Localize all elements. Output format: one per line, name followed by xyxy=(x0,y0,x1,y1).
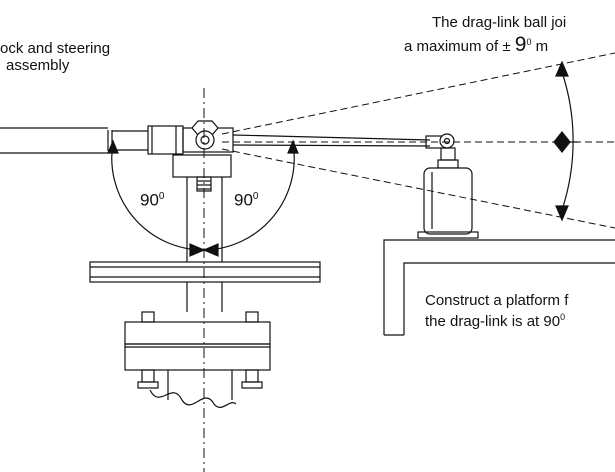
ninety-degree-arcs xyxy=(107,139,299,257)
drag-link-label-line1: The drag-link ball joi xyxy=(432,14,567,31)
platform-label-line2: the drag-link is at 900 xyxy=(425,309,568,330)
angle-reference-lines xyxy=(221,52,615,229)
right-angle-label: 900 xyxy=(234,188,258,209)
steering-assembly-line2: assembly xyxy=(6,57,70,74)
nine-degree-arc xyxy=(553,60,578,222)
platform xyxy=(383,239,615,336)
nine-degree-unit: 0 xyxy=(526,37,532,47)
platform-label-line1: Construct a platform f xyxy=(425,292,569,309)
drag-link-rod xyxy=(232,133,455,149)
platform-degree-unit: 0 xyxy=(560,312,566,322)
right-angle-value: 90 xyxy=(234,190,253,210)
right-angle-unit: 0 xyxy=(252,191,259,202)
drag-link-label-2: a maximum of ± 90 m xyxy=(404,34,548,55)
plus-minus-symbol: ± xyxy=(502,38,511,55)
steering-assembly-line1: ock and steering xyxy=(0,40,111,57)
drag-link-ball-joint xyxy=(417,147,479,239)
steering-knuckle-assembly xyxy=(89,261,321,408)
platform-label-line2-text: the drag-link is at 90 xyxy=(425,313,561,330)
steering-shaft xyxy=(0,127,148,154)
platform-label: Construct a platform f the drag-link is … xyxy=(425,292,568,330)
tie-rod-clamp xyxy=(147,125,234,155)
nine-value: 9 xyxy=(514,33,527,56)
drag-link-label-line2: a maximum of xyxy=(404,38,503,55)
left-angle-value: 90 xyxy=(140,190,159,210)
drag-link-suffix: m xyxy=(535,38,549,55)
steering-assembly-label: ock and steering assembly xyxy=(0,40,110,74)
drag-link-label: The drag-link ball joi xyxy=(432,14,566,31)
left-angle-label: 900 xyxy=(140,188,164,209)
left-angle-unit: 0 xyxy=(158,191,165,202)
